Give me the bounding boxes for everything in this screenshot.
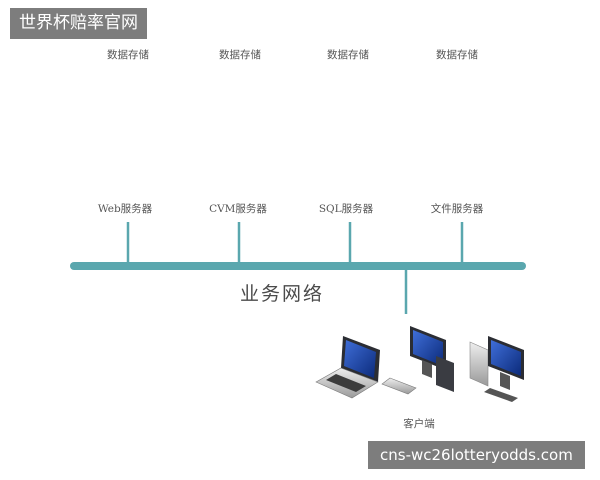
desktop-computer-icon (381, 326, 454, 395)
client-label: 客户端 (403, 417, 435, 430)
server-connectors (126, 222, 464, 314)
storage-label-4: 数据存储 (436, 48, 478, 61)
workstation-icon (469, 336, 524, 402)
network-label: 业务网络 (240, 283, 324, 305)
watermark-top: 世界杯赔率官网 (10, 8, 147, 39)
watermark-bottom: cns-wc26lotteryodds.com (368, 441, 585, 469)
server-label-web: Web服务器 (98, 202, 153, 215)
server-label-file: 文件服务器 (431, 202, 484, 215)
storage-label-2: 数据存储 (219, 48, 261, 61)
storage-label-1: 数据存储 (107, 48, 149, 61)
server-label-sql: SQL服务器 (319, 202, 374, 215)
laptop-icon (315, 336, 380, 399)
server-label-cvm: CVM服务器 (209, 202, 267, 215)
storage-label-3: 数据存储 (327, 48, 369, 61)
